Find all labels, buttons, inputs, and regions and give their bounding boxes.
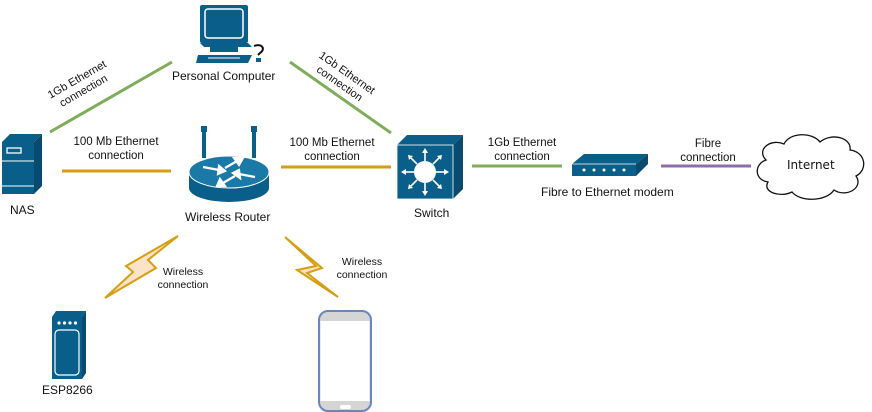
switch-modem-connection-label: 1Gb Ethernet connection <box>487 137 557 163</box>
modem-icon <box>572 154 648 176</box>
nas-label: NAS <box>10 203 35 217</box>
internet-label: Internet <box>787 158 835 172</box>
link-nas-pc <box>49 60 173 134</box>
network-switch-icon <box>396 135 463 200</box>
wireless-bolt-phone-icon <box>284 236 339 298</box>
wireless-bolt-esp-icon <box>104 235 179 299</box>
cloud-icon <box>756 134 865 200</box>
modem-label: Fibre to Ethernet modem <box>541 185 674 199</box>
nas-router-connection-label: 100 Mb Ethernet connection <box>73 136 159 162</box>
esp-label: ESP8266 <box>42 383 93 397</box>
pc-label: Personal Computer <box>172 69 276 83</box>
desktop-computer-icon <box>196 5 264 63</box>
modem-internet-connection-label: Fibre connection <box>680 138 736 164</box>
router-switch-connection-label: 100 Mb Ethernet connection <box>289 137 375 163</box>
router-label: Wireless Router <box>185 210 271 224</box>
router-phone-connection-label: Wireless connection <box>336 256 388 281</box>
wireless-router-icon <box>188 126 270 202</box>
iot-device-icon <box>52 311 86 379</box>
smartphone-icon <box>318 310 372 412</box>
router-esp-connection-label: Wireless connection <box>157 266 209 291</box>
link-pc-switch <box>289 60 392 135</box>
nas-server-icon <box>2 134 42 194</box>
switch-label: Switch <box>414 206 450 220</box>
